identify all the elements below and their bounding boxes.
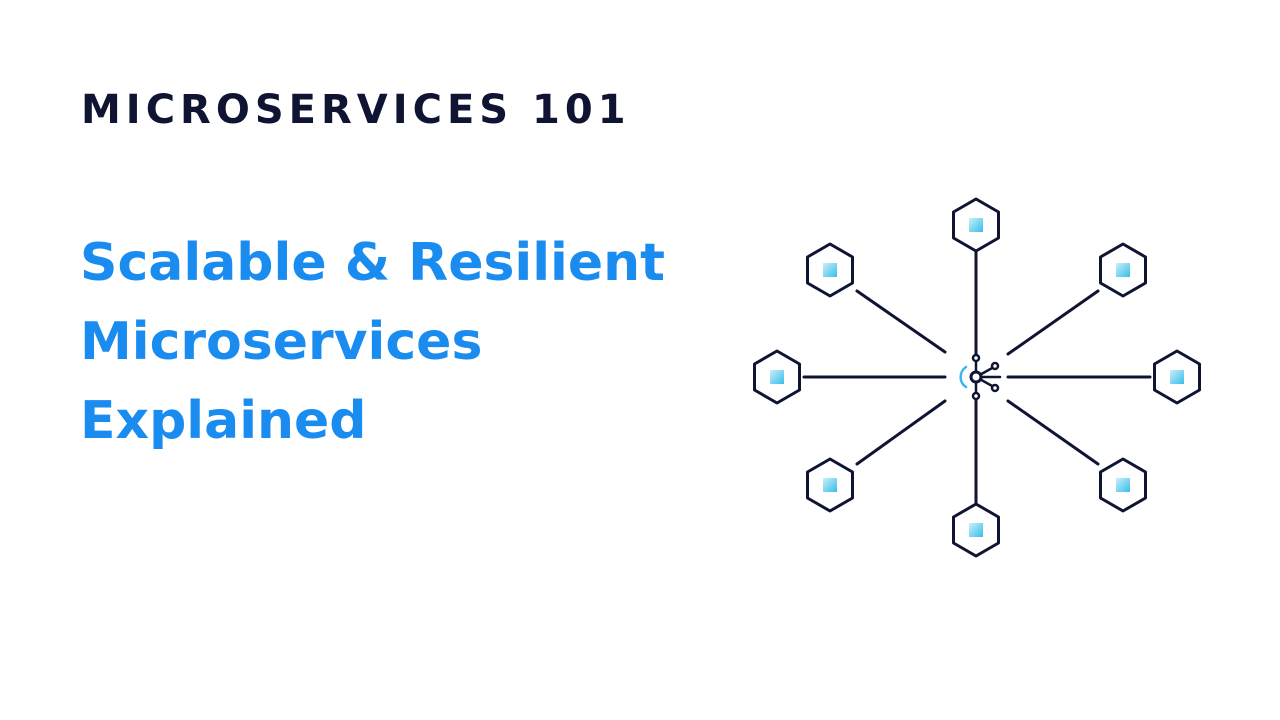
service-core-icon <box>1116 478 1130 492</box>
title-line-3: Explained <box>80 391 367 451</box>
connector-line <box>1006 399 1100 466</box>
title: Scalable & Resilient Microservices Expla… <box>80 224 665 461</box>
hub-ring-icon <box>959 365 968 389</box>
network-hub-icon <box>959 353 1002 401</box>
service-node-top-right <box>1099 242 1147 298</box>
service-node-bottom-right <box>1099 457 1147 513</box>
connector-line <box>855 399 947 466</box>
service-core-icon <box>1116 263 1130 277</box>
service-node-bottom <box>952 502 1000 558</box>
series-label: MICROSERVICES 101 <box>81 87 631 133</box>
connector-line <box>1006 289 1100 356</box>
service-node-left <box>753 349 801 405</box>
hub-core-icon <box>969 370 983 384</box>
title-line-2: Microservices <box>80 312 483 372</box>
microservices-diagram <box>753 197 1201 558</box>
service-node-top-left <box>806 242 854 298</box>
title-line-1: Scalable & Resilient <box>80 233 666 293</box>
service-core-icon <box>1170 370 1184 384</box>
service-node-bottom-left <box>806 457 854 513</box>
connector-lines <box>802 248 1152 507</box>
connector-line <box>855 289 947 354</box>
service-node-top <box>952 197 1000 253</box>
service-core-icon <box>770 370 784 384</box>
service-core-icon <box>969 523 983 537</box>
service-core-icon <box>969 218 983 232</box>
service-core-icon <box>823 478 837 492</box>
service-core-icon <box>823 263 837 277</box>
service-node-right <box>1153 349 1201 405</box>
